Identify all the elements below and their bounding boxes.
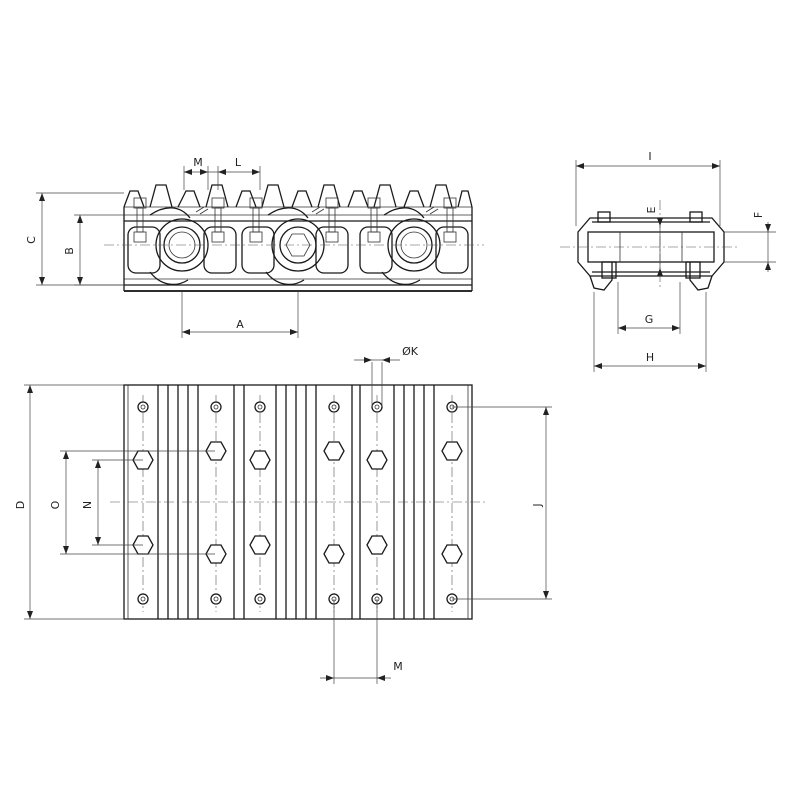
dim-label-n: N: [81, 501, 94, 509]
dim-label-m-bottom: M: [393, 660, 403, 673]
dim-label-o: O: [49, 500, 62, 509]
dim-label-i: I: [648, 150, 651, 163]
side-view: I E F G H: [560, 150, 776, 372]
dim-label-d: D: [14, 501, 27, 509]
dim-label-e: E: [645, 206, 658, 213]
dim-label-a: A: [236, 318, 244, 331]
dim-label-h: H: [646, 351, 654, 364]
dim-label-l: L: [235, 156, 242, 169]
dim-label-j: J: [531, 503, 544, 507]
dim-label-c: C: [25, 236, 38, 244]
dim-label-b: B: [63, 247, 76, 255]
dim-label-k: ØK: [402, 345, 419, 358]
plan-view: D O N J ØK M: [14, 345, 552, 684]
dim-label-g: G: [645, 313, 654, 326]
dim-label-m-top: M: [193, 156, 203, 169]
front-view: C B A M L: [25, 156, 484, 338]
dim-label-f: F: [752, 212, 765, 218]
